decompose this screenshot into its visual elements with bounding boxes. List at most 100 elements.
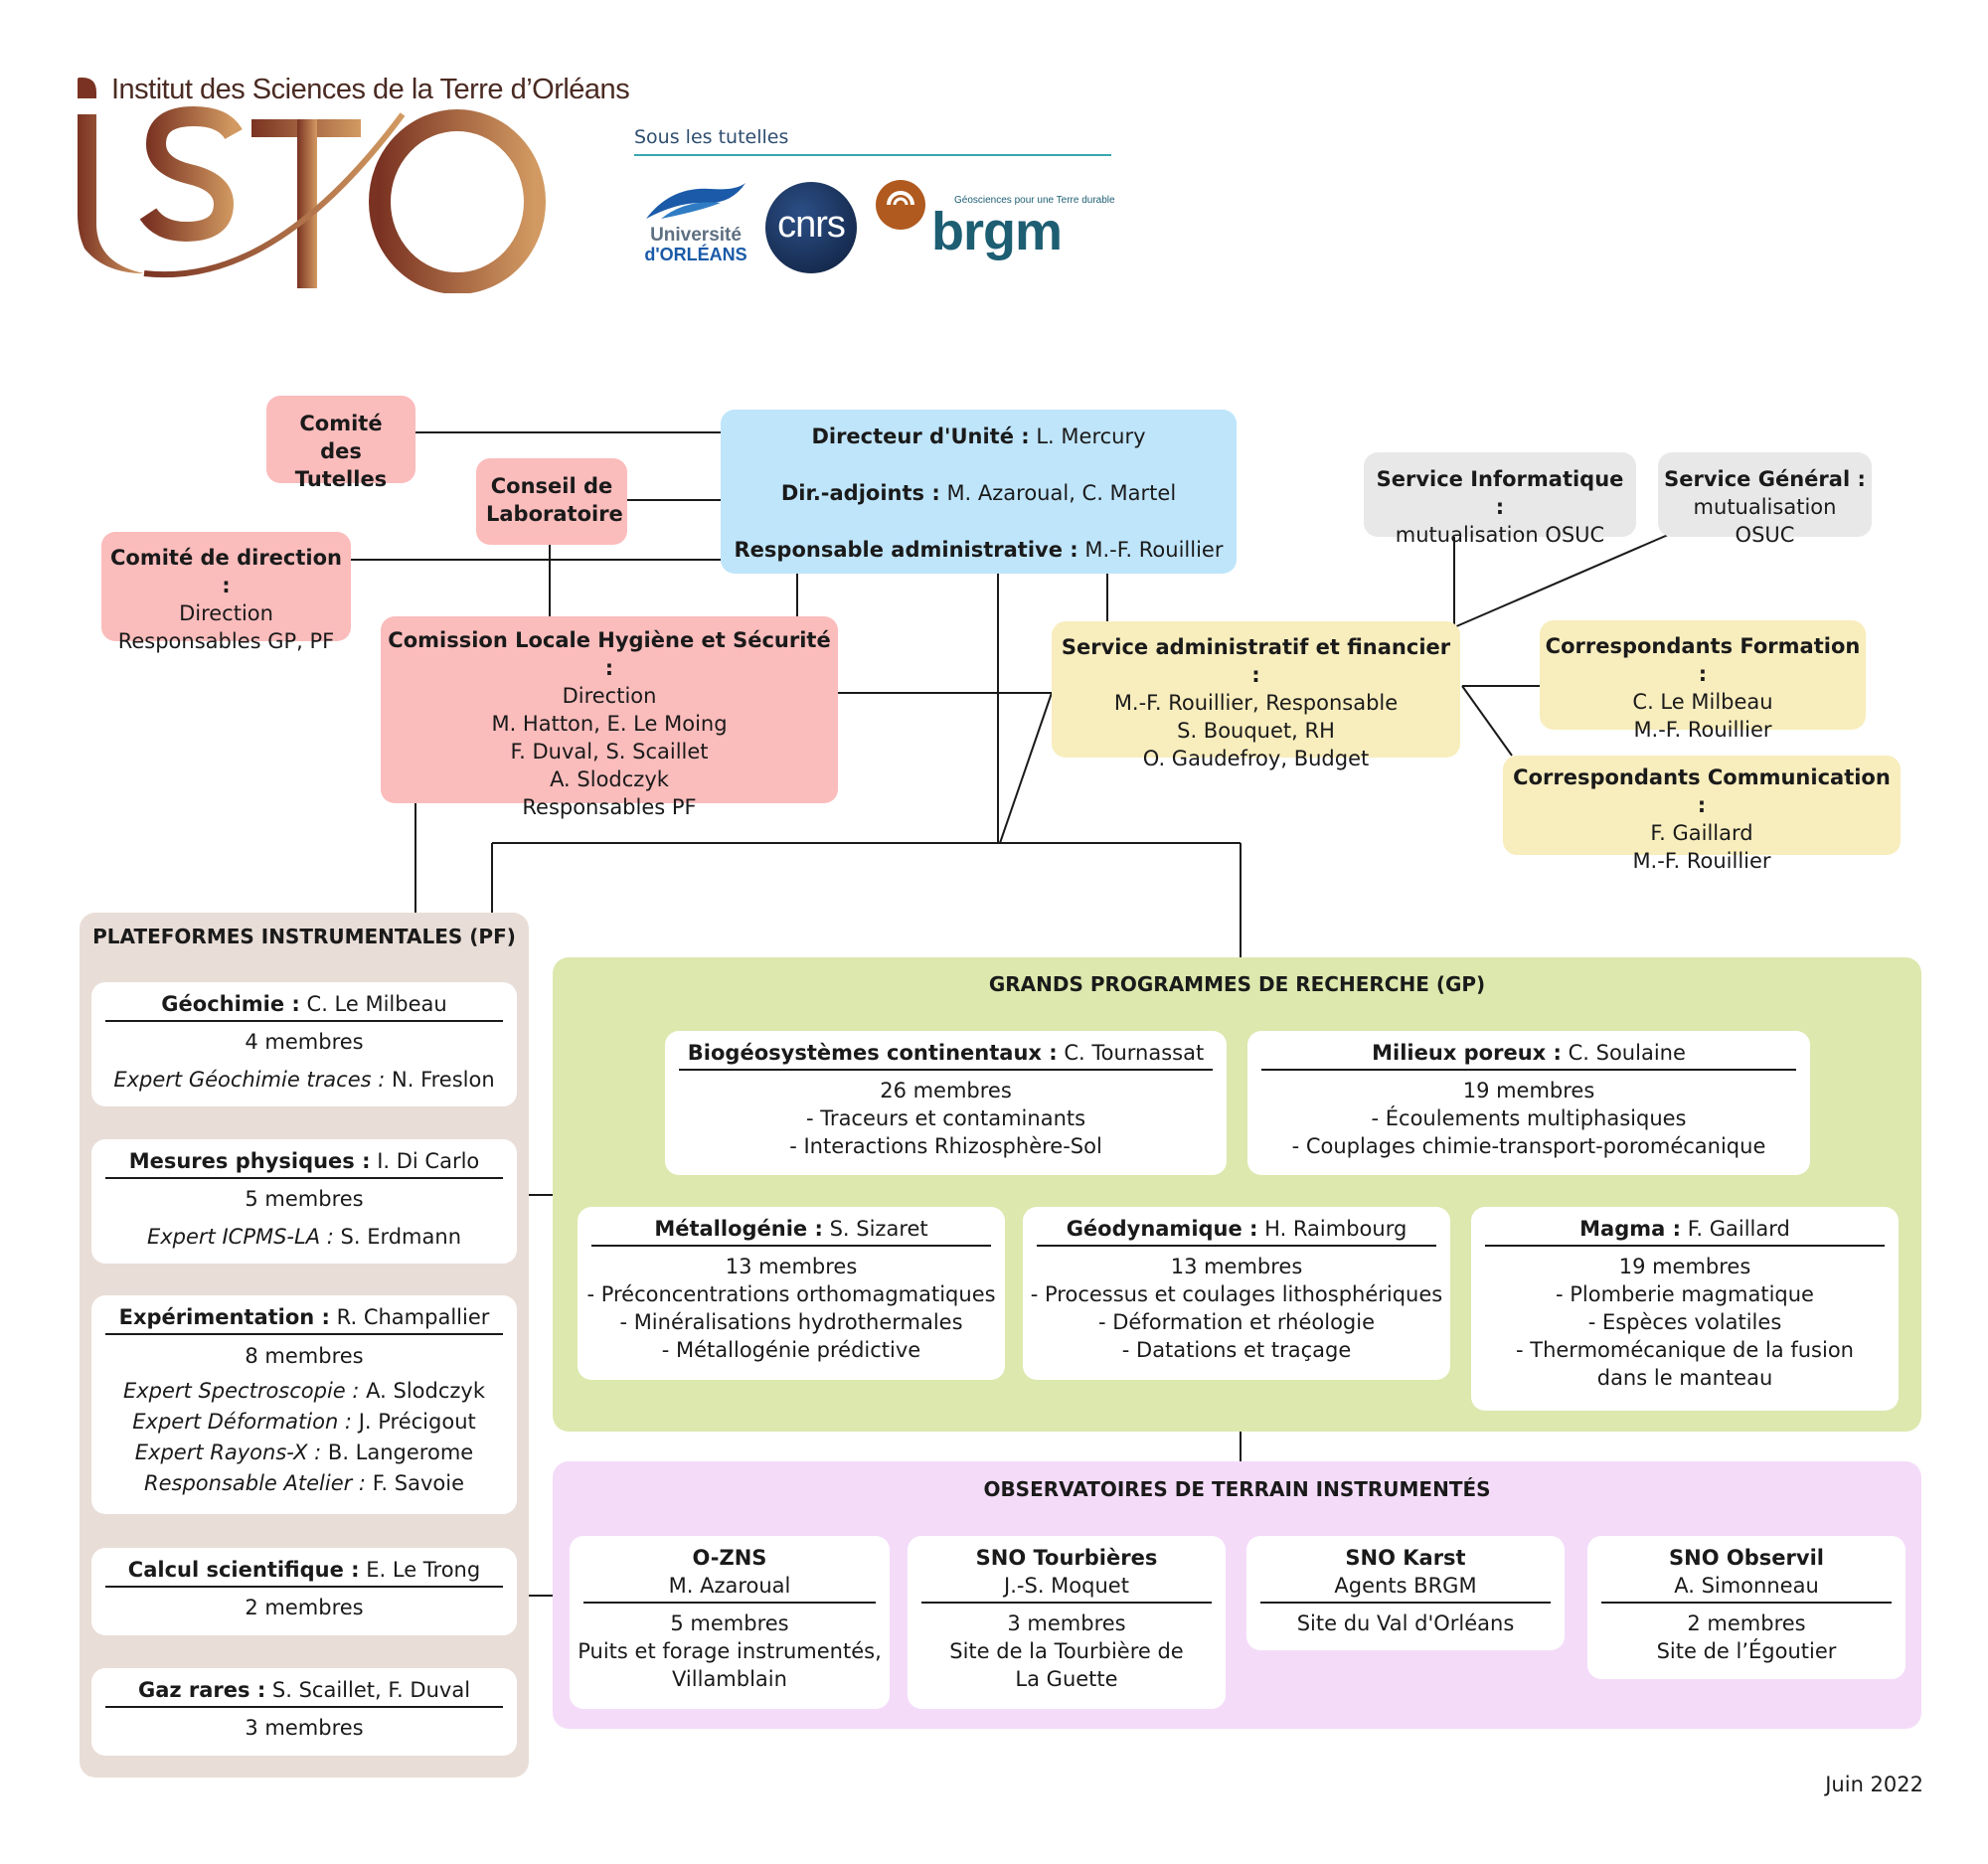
comite-direction-box: Comité de direction : Direction Responsa… — [101, 532, 351, 653]
footer-date: Juin 2022 — [1825, 1773, 1923, 1796]
pf-expert-role: Responsable Atelier : — [144, 1471, 367, 1495]
gp-name: Biogéosystèmes continentaux : — [687, 1041, 1058, 1065]
isto-logo — [75, 75, 547, 294]
gp-name: Milieux poreux : — [1372, 1041, 1562, 1065]
obs-card-observil: SNO Observil A. Simonneau 2 membres Site… — [1587, 1536, 1905, 1679]
obs-line: 3 membres — [1007, 1611, 1126, 1635]
gp-topic: - Processus et coulages lithosphériques — [1030, 1282, 1443, 1306]
pf-members: 8 membres — [245, 1344, 364, 1368]
pf-card-experimentation: Expérimentation : R. Champallier 8 membr… — [91, 1295, 517, 1514]
gp-members: 19 membres — [1618, 1255, 1751, 1278]
pf-expert: Expert Spectroscopie : A. Slodczyk — [91, 1376, 517, 1407]
pf-card-mesures-physiques: Mesures physiques : I. Di Carlo 5 membre… — [91, 1139, 517, 1264]
service-general-box: Service Général : mutualisation OSUC — [1658, 452, 1872, 547]
pf-expert: Expert ICPMS-LA : S. Erdmann — [91, 1223, 517, 1251]
director-line: Directeur d'Unité : L. Mercury — [729, 423, 1229, 451]
pf-card-gaz-rares: Gaz rares : S. Scaillet, F. Duval 3 memb… — [91, 1668, 517, 1756]
obs-lead: Agents BRGM — [1260, 1572, 1551, 1604]
pf-expert-name: S. Erdmann — [340, 1225, 462, 1249]
gp-lead: C. Soulaine — [1568, 1041, 1686, 1065]
pf-expert: Expert Géochimie traces : N. Freslon — [91, 1066, 517, 1094]
pf-lead: E. Le Trong — [366, 1558, 481, 1582]
observatoires-title: OBSERVATOIRES DE TERRAIN INSTRUMENTÉS — [983, 1477, 1491, 1501]
gp-lead: F. Gaillard — [1687, 1217, 1790, 1241]
service-general-sub: mutualisation OSUC — [1693, 495, 1837, 547]
pf-expert-role: Expert ICPMS-LA : — [146, 1225, 334, 1249]
gp-members: 13 membres — [725, 1255, 858, 1278]
service-administratif-box: Service administratif et financier : M.-… — [1052, 621, 1460, 770]
gp-card-geodynamique: Géodynamique : H. Raimbourg 13 membres -… — [1023, 1207, 1450, 1380]
gp-name: Magma : — [1579, 1217, 1681, 1241]
gp-topic: - Déformation et rhéologie — [1097, 1310, 1375, 1334]
pf-expert-role: Expert Déformation : — [132, 1410, 353, 1434]
deputies-label: Dir.-adjoints : — [780, 481, 940, 505]
service-administratif-line: M.-F. Rouillier, Responsable — [1113, 691, 1399, 715]
gp-members: 26 membres — [880, 1079, 1012, 1102]
pf-expert-name: N. Freslon — [392, 1068, 495, 1092]
director-name: L. Mercury — [1036, 424, 1146, 448]
cnrs-text: cnrs — [777, 204, 846, 246]
pf-expert: Expert Rayons-X : B. Langerome — [91, 1438, 517, 1468]
obs-line: Site de l’Égoutier — [1656, 1639, 1837, 1663]
plateformes-title: PLATEFORMES INSTRUMENTALES (PF) — [92, 925, 516, 948]
gp-lead: H. Raimbourg — [1264, 1217, 1408, 1241]
tutelles-rule — [634, 154, 1111, 156]
pf-expert-name: F. Savoie — [372, 1471, 464, 1495]
obs-line: La Guette — [1015, 1667, 1118, 1691]
gp-lead: C. Tournassat — [1064, 1041, 1205, 1065]
admin-responsible-label: Responsable administrative : — [734, 538, 1078, 562]
obs-name: SNO Karst — [1345, 1546, 1466, 1570]
gp-card-milieux-poreux: Milieux poreux : C. Soulaine 19 membres … — [1247, 1031, 1810, 1175]
correspondants-communication-line: M.-F. Rouillier — [1632, 849, 1771, 873]
gp-topic: - Interactions Rhizosphère-Sol — [789, 1134, 1102, 1158]
gp-topic: - Traceurs et contaminants — [805, 1106, 1086, 1130]
pf-name: Calcul scientifique : — [127, 1558, 360, 1582]
comite-direction-line: Responsables GP, PF — [117, 629, 335, 653]
pf-members: 2 membres — [245, 1596, 364, 1619]
pf-lead: I. Di Carlo — [377, 1149, 480, 1173]
brgm-tagline: Géosciences pour une Terre durable — [954, 195, 1115, 206]
gp-lead: S. Sizaret — [829, 1217, 928, 1241]
obs-card-karst: SNO Karst Agents BRGM Site du Val d'Orlé… — [1246, 1536, 1565, 1650]
pf-expert: Expert Déformation : J. Précigout — [91, 1407, 517, 1438]
service-administratif-line: O. Gaudefroy, Budget — [1142, 747, 1370, 770]
pf-members: 4 membres — [245, 1030, 364, 1054]
universite-line2: d'ORLÉANS — [644, 245, 747, 264]
brgm-logo: Géosciences pour une Terre durable brgm — [875, 179, 1115, 278]
obs-card-tourbieres: SNO Tourbières J.-S. Moquet 3 membres Si… — [908, 1536, 1226, 1709]
obs-name: O-ZNS — [692, 1546, 767, 1570]
gp-topic: - Minéralisations hydrothermales — [619, 1310, 963, 1334]
obs-line: Puits et forage instrumentés, — [578, 1639, 882, 1663]
direction-box: Directeur d'Unité : L. Mercury Dir.-adjo… — [721, 410, 1237, 574]
correspondants-formation-line: M.-F. Rouillier — [1633, 718, 1772, 742]
clhs-line: A. Slodczyk — [550, 767, 669, 791]
gp-card-metallogenie: Métallogénie : S. Sizaret 13 membres - P… — [578, 1207, 1005, 1380]
grands-programmes-title: GRANDS PROGRAMMES DE RECHERCHE (GP) — [988, 972, 1486, 996]
pf-name: Géochimie : — [161, 992, 300, 1016]
pf-name: Mesures physiques : — [128, 1149, 371, 1173]
pf-expert-role: Expert Géochimie traces : — [113, 1068, 386, 1092]
obs-lead: M. Azaroual — [583, 1572, 876, 1604]
service-informatique-sub: mutualisation OSUC — [1395, 523, 1605, 547]
gp-name: Géodynamique : — [1066, 1217, 1258, 1241]
gp-topic: - Préconcentrations orthomagmatiques — [586, 1282, 996, 1306]
pf-name: Gaz rares : — [137, 1678, 266, 1702]
clhs-box: Comission Locale Hygiène et Sécurité : D… — [381, 616, 838, 819]
gp-card-magma: Magma : F. Gaillard 19 membres - Plomber… — [1471, 1207, 1899, 1411]
comite-direction-line: Direction — [179, 601, 273, 625]
obs-line: Site du Val d'Orléans — [1296, 1611, 1515, 1635]
pf-expert-role: Expert Spectroscopie : — [122, 1379, 360, 1403]
gp-topic: - Métallogénie prédictive — [661, 1338, 921, 1362]
admin-responsible-name: M.-F. Rouillier — [1084, 538, 1224, 562]
service-administratif-line: S. Bouquet, RH — [1177, 719, 1335, 743]
pf-expert-name: J. Précigout — [358, 1410, 476, 1434]
conseil-laboratoire-label: Conseil de Laboratoire — [486, 474, 623, 526]
gp-name: Métallogénie : — [654, 1217, 823, 1241]
director-label: Directeur d'Unité : — [811, 424, 1030, 448]
gp-topic: - Plomberie magmatique — [1556, 1282, 1814, 1306]
service-administratif-title: Service administratif et financier : — [1061, 635, 1451, 687]
deputies-names: M. Azaroual, C. Martel — [946, 481, 1177, 505]
gp-topic: - Espèces volatiles — [1587, 1310, 1782, 1334]
correspondants-formation-box: Correspondants Formation : C. Le Milbeau… — [1540, 620, 1866, 742]
